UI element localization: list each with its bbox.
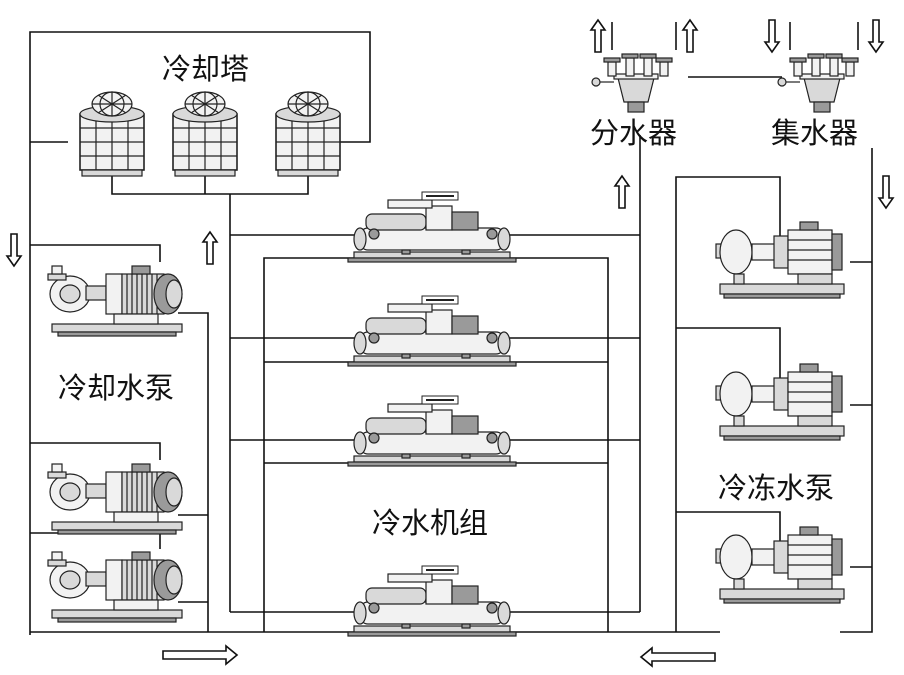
cooling-tower-icon bbox=[172, 91, 238, 177]
chilled-water-pumps bbox=[715, 221, 845, 604]
water-chillers bbox=[347, 191, 517, 637]
water-header-icon bbox=[591, 53, 673, 113]
water-chiller-icon bbox=[347, 565, 517, 637]
cooling-tower-icon bbox=[275, 91, 341, 177]
flow-arrow-icon bbox=[868, 19, 884, 53]
label-collector: 集水器 bbox=[771, 116, 858, 150]
flow-arrow-icon bbox=[682, 19, 698, 53]
flow-arrow-icon bbox=[162, 645, 238, 665]
centrifugal-pump-icon bbox=[47, 265, 183, 337]
flow-arrow-icon bbox=[764, 19, 780, 53]
water-header-icon bbox=[777, 53, 859, 113]
water-chiller-icon bbox=[347, 191, 517, 263]
flow-arrow-icon bbox=[202, 231, 218, 265]
label-distributor: 分水器 bbox=[590, 116, 677, 150]
water-headers bbox=[591, 53, 859, 113]
centrifugal-pump-icon bbox=[47, 551, 183, 623]
flow-arrow-icon bbox=[640, 647, 716, 667]
label-chilled-pump: 冷冻水泵 bbox=[718, 471, 834, 505]
cooling-towers bbox=[79, 91, 341, 177]
flow-arrow-icon bbox=[590, 19, 606, 53]
label-cooling-tower: 冷却塔 bbox=[162, 52, 249, 86]
flow-arrow-icon bbox=[878, 175, 894, 209]
piping-network bbox=[29, 31, 873, 635]
water-chiller-icon bbox=[347, 295, 517, 367]
centrifugal-pump-icon bbox=[47, 463, 183, 535]
label-chiller-unit: 冷水机组 bbox=[372, 506, 488, 540]
cooling-tower-icon bbox=[79, 91, 145, 177]
label-cooling-pump: 冷却水泵 bbox=[58, 371, 174, 405]
water-chiller-icon bbox=[347, 395, 517, 467]
cooling-water-pumps bbox=[47, 265, 183, 623]
header-branches bbox=[611, 22, 859, 50]
flow-arrow-icon bbox=[6, 233, 22, 267]
flow-arrow-icon bbox=[614, 175, 630, 209]
